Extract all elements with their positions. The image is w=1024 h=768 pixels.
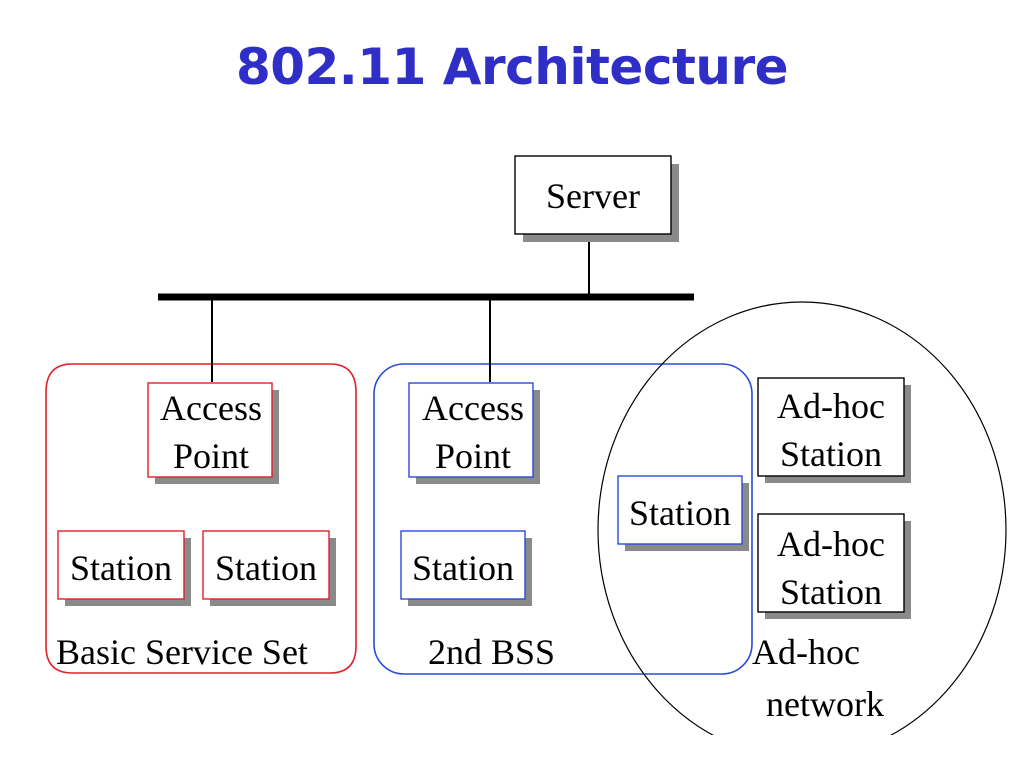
station-label: Station bbox=[629, 493, 731, 533]
access-point-node: Access Point bbox=[408, 382, 540, 484]
bss2-caption: 2nd BSS bbox=[428, 632, 555, 672]
access-point-label-line1: Access bbox=[422, 388, 524, 428]
bss2-region bbox=[373, 363, 753, 675]
station-node: Station bbox=[202, 530, 336, 606]
adhoc-station-label-line1: Ad-hoc bbox=[777, 524, 885, 564]
server-node: Server bbox=[514, 155, 679, 242]
adhoc-station-label-line2: Station bbox=[780, 572, 882, 612]
station-node: Station bbox=[400, 530, 532, 606]
access-point-node: Access Point bbox=[147, 382, 279, 484]
slide-title: 802.11 Architecture bbox=[235, 38, 789, 96]
access-point-label-line1: Access bbox=[160, 388, 262, 428]
adhoc-station-node: Ad-hoc Station bbox=[757, 377, 911, 483]
adhoc-caption-line2: network bbox=[766, 684, 884, 724]
station-label: Station bbox=[215, 548, 317, 588]
station-node: Station bbox=[57, 530, 191, 606]
adhoc-station-label-line2: Station bbox=[780, 434, 882, 474]
station-node: Station bbox=[617, 475, 749, 551]
adhoc-caption-line1: Ad-hoc bbox=[752, 632, 860, 672]
adhoc-station-label-line1: Ad-hoc bbox=[777, 386, 885, 426]
station-label: Station bbox=[70, 548, 172, 588]
bss1-caption: Basic Service Set bbox=[56, 632, 308, 672]
adhoc-station-node: Ad-hoc Station bbox=[757, 513, 911, 619]
access-point-label-line2: Point bbox=[435, 436, 511, 476]
bss1-region bbox=[45, 363, 357, 674]
server-label: Server bbox=[546, 176, 640, 216]
access-point-label-line2: Point bbox=[173, 436, 249, 476]
station-label: Station bbox=[412, 548, 514, 588]
